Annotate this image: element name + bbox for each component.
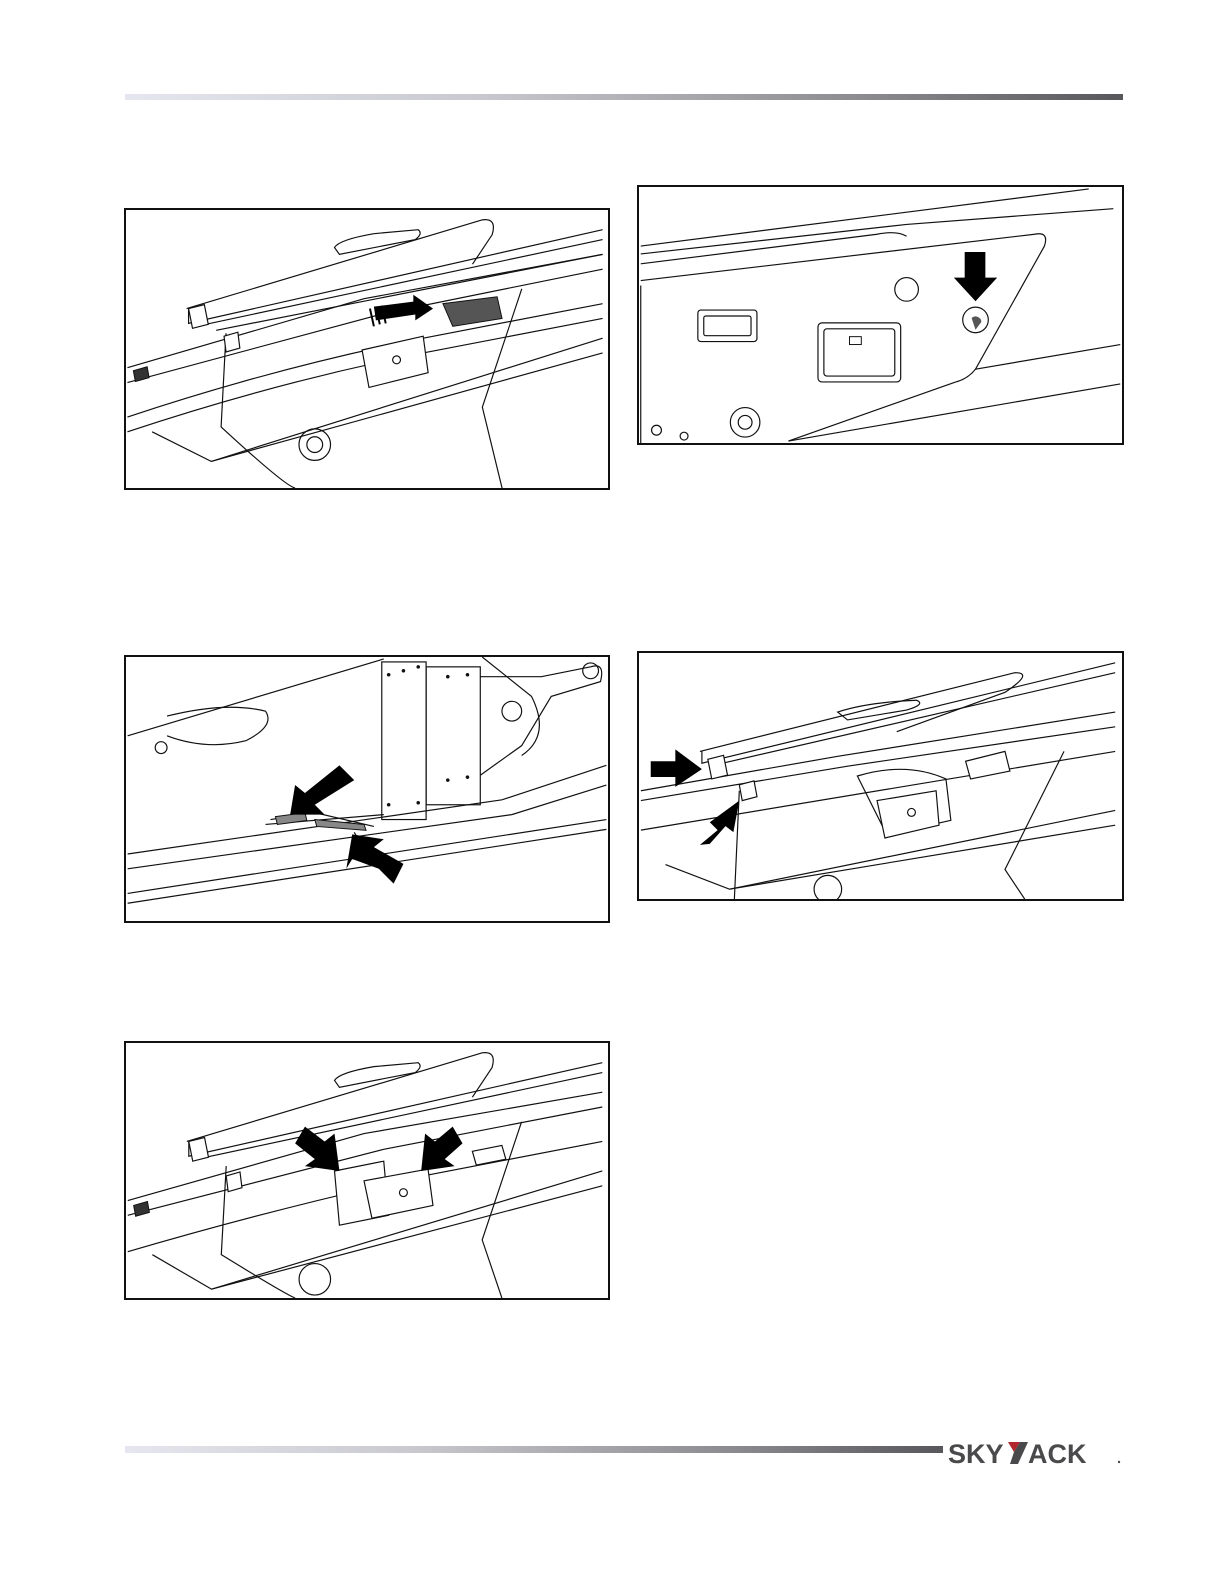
arrow-icon: [954, 252, 997, 301]
arrow-icon: [346, 834, 403, 883]
skyjack-logo-mark: SKY ACK: [948, 1436, 1124, 1470]
arrow-icon: [421, 1127, 462, 1171]
boom-pulley-illustration: [126, 1043, 608, 1298]
figure-boom-pulley-box: [124, 1041, 610, 1300]
header-rule: [125, 94, 1123, 100]
arrow-icon: [290, 765, 354, 814]
figure-boom-cable-slide: [124, 208, 610, 490]
svg-text:SKY: SKY: [948, 1439, 1004, 1469]
figure-boom-side-hole: [637, 185, 1124, 445]
footer-rule: [125, 1446, 943, 1453]
skyjack-logo: SKY ACK: [948, 1436, 1124, 1470]
boom-illustration: [126, 210, 608, 488]
figure-boom-end-caps: [637, 651, 1124, 901]
boom-endcap-illustration: [639, 653, 1122, 899]
svg-text:ACK: ACK: [1028, 1439, 1087, 1469]
arrow-icon: [700, 801, 739, 845]
boom-side-illustration: [639, 187, 1122, 443]
figure-boom-connector: [124, 655, 610, 923]
boom-connector-illustration: [126, 657, 608, 921]
arrow-icon: [370, 295, 433, 327]
